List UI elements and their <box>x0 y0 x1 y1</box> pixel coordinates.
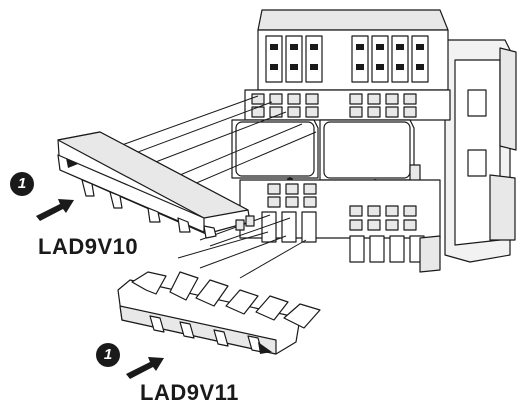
lad9v10-link-part <box>57 131 255 239</box>
lad9v10-label: LAD9V10 <box>38 234 139 259</box>
contactor-pair <box>231 9 517 273</box>
callout-marker-lower: 1 <box>96 343 120 367</box>
callout-marker-upper: 1 <box>10 172 34 196</box>
assembly-guide-lines <box>107 95 317 279</box>
insertion-arrow-upper <box>36 199 74 221</box>
lad9v11-label: LAD9V11 <box>140 380 239 405</box>
lad9v11-link-part <box>117 271 321 355</box>
insertion-arrow-lower <box>126 357 164 379</box>
